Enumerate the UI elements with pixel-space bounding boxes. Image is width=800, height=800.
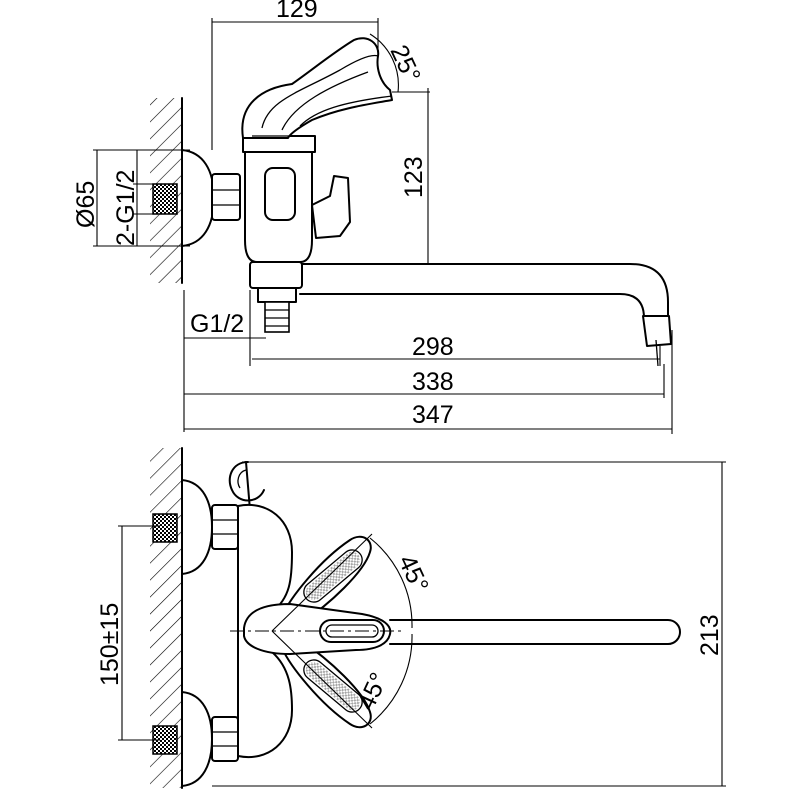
spout-tube-top bbox=[389, 619, 681, 645]
dim-213-label: 213 bbox=[696, 614, 724, 656]
handle-lever-side bbox=[241, 37, 393, 139]
dim-338: 338 bbox=[183, 290, 665, 432]
inlet-thread-upper-top bbox=[152, 513, 178, 543]
inlet-thread-side bbox=[152, 183, 178, 215]
dim-298-label: 298 bbox=[412, 333, 454, 361]
connector-nut-side bbox=[211, 173, 241, 221]
dim-150-label: 150±15 bbox=[96, 603, 124, 686]
dim-129: 129 bbox=[211, 0, 379, 150]
dim-338-label: 338 bbox=[412, 368, 454, 396]
dim-150: 150±15 bbox=[96, 525, 160, 741]
escutcheon-lower-top bbox=[181, 691, 213, 787]
dim-thread-inlet: 2-G1/2 bbox=[112, 150, 155, 246]
dim-347-label: 347 bbox=[412, 401, 454, 429]
dim-thread-inlet-label: 2-G1/2 bbox=[112, 170, 140, 246]
dim-thread-outlet: G1/2 bbox=[184, 310, 266, 339]
shower-hook bbox=[228, 461, 265, 502]
dim-123-label: 123 bbox=[400, 156, 428, 198]
dim-123: 123 bbox=[306, 88, 432, 265]
dim-298: 298 bbox=[249, 290, 661, 366]
escutcheon-upper-top bbox=[181, 479, 213, 575]
top-view: 45° 45° 150±15 213 bbox=[96, 447, 726, 789]
dim-347: 347 bbox=[184, 330, 673, 434]
lever-center-top bbox=[243, 603, 392, 655]
side-view: 129 25° 123 Ø65 2-G1/2 bbox=[72, 0, 673, 434]
dim-angle-25-label: 25° bbox=[385, 41, 426, 87]
dim-213: 213 bbox=[212, 461, 726, 787]
diverter-knob-side bbox=[311, 175, 351, 239]
dim-diameter: Ø65 bbox=[72, 149, 190, 247]
lever-upper-top bbox=[281, 535, 372, 625]
outlet-thread-side bbox=[264, 301, 290, 333]
aerator-side bbox=[642, 315, 672, 347]
dim-129-label: 129 bbox=[276, 0, 318, 23]
dim-angle-upper-label: 45° bbox=[393, 551, 434, 597]
spout-tube-side bbox=[299, 263, 669, 319]
escutcheon-side bbox=[181, 149, 215, 247]
dim-thread-outlet-label: G1/2 bbox=[190, 310, 244, 338]
dim-diameter-label: Ø65 bbox=[72, 181, 100, 228]
